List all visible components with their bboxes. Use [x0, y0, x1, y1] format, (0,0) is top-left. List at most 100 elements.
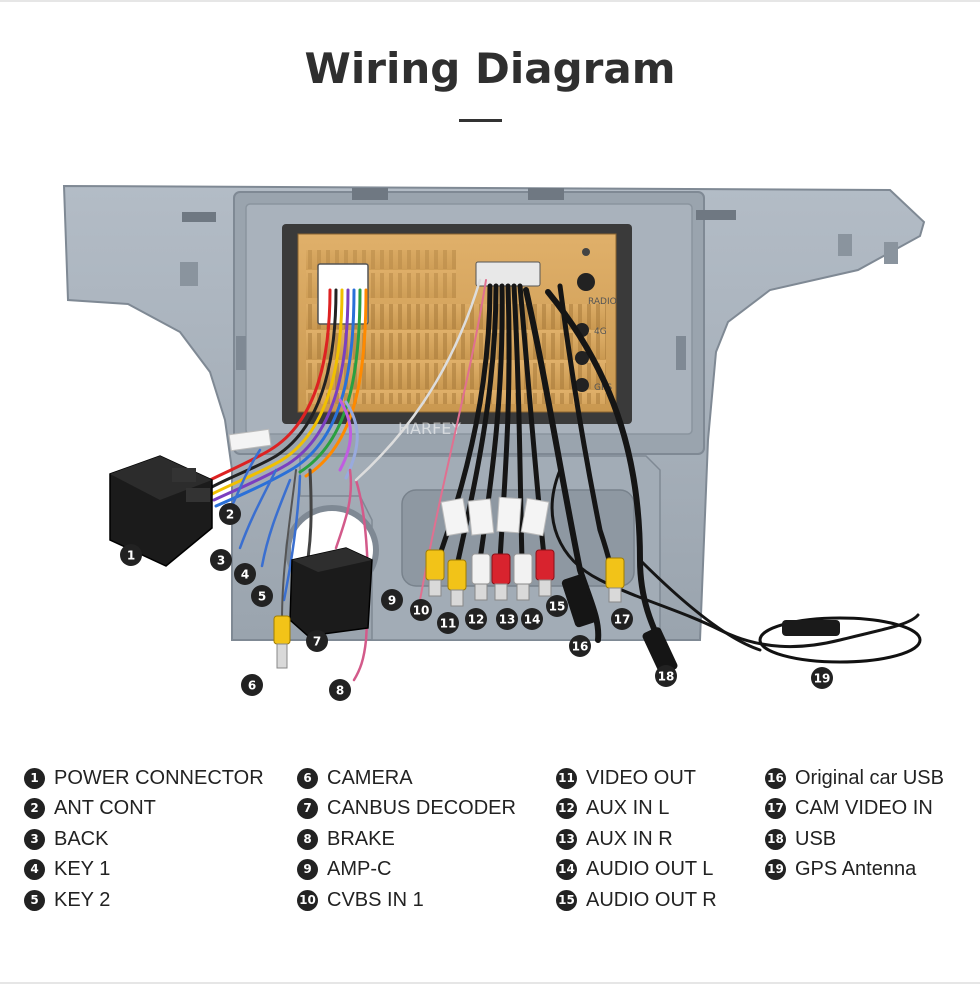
callout-18: 18: [655, 665, 677, 687]
legend-number: 15: [556, 889, 577, 911]
legend-number: 5: [24, 889, 45, 911]
svg-text:11: 11: [440, 617, 457, 631]
legend-number: 4: [24, 858, 45, 880]
legend-label: CANBUS DECODER: [327, 796, 516, 819]
legend-number: 9: [297, 858, 318, 880]
callout-17: 17: [611, 608, 633, 630]
svg-text:5: 5: [258, 590, 266, 604]
svg-text:13: 13: [499, 613, 516, 627]
callout-6: 6: [241, 674, 263, 696]
svg-text:17: 17: [614, 613, 631, 627]
svg-text:19: 19: [814, 672, 831, 686]
legend-item-1: 1 POWER CONNECTOR: [24, 765, 264, 791]
legend-label: VIDEO OUT: [586, 766, 697, 789]
callout-2: 2: [219, 503, 241, 525]
svg-text:8: 8: [336, 684, 344, 698]
callout-11: 11: [437, 612, 459, 634]
head-unit-board: RADIO 4G GPS HARFEY: [282, 224, 632, 438]
legend-number: 17: [765, 797, 786, 819]
legend-label: GPS Antenna: [795, 857, 917, 880]
legend-item-4: 4 KEY 1: [24, 856, 110, 882]
legend-item-6: 6 CAMERA: [297, 765, 413, 791]
bottom-divider: [0, 982, 980, 984]
page-title: Wiring Diagram: [304, 44, 676, 93]
legend-number: 16: [765, 767, 786, 789]
legend-label: AUX IN L: [586, 796, 670, 819]
legend-number: 11: [556, 767, 577, 789]
legend-label: Original car USB: [795, 766, 944, 789]
power-connector-block: [109, 455, 213, 567]
legend-item-10: 10 CVBS IN 1: [297, 887, 424, 913]
callout-13: 13: [496, 608, 518, 630]
svg-text:16: 16: [572, 640, 589, 654]
callout-12: 12: [465, 608, 487, 630]
callout-5: 5: [251, 585, 273, 607]
legend-item-5: 5 KEY 2: [24, 887, 110, 913]
legend-number: 18: [765, 828, 786, 850]
legend-number: 6: [297, 767, 318, 789]
gps-port-label: GPS: [594, 383, 612, 393]
legend-label: AUDIO OUT L: [586, 857, 714, 880]
callout-14: 14: [521, 608, 543, 630]
callout-4: 4: [234, 563, 256, 585]
gps-antenna-puck: [758, 616, 922, 664]
legend-number: 7: [297, 797, 318, 819]
fourg-port-label: 4G: [594, 327, 607, 337]
legend-number: 1: [24, 767, 45, 789]
wiring-harness: [204, 278, 487, 682]
callout-19: 19: [811, 667, 833, 689]
rca-connectors: [228, 428, 678, 675]
top-divider: [0, 0, 980, 2]
title-underline: [459, 119, 502, 122]
legend-number: 2: [24, 797, 45, 819]
legend-number: 14: [556, 858, 577, 880]
legend-item-16: 16 Original car USB: [765, 765, 944, 791]
legend-label: ANT CONT: [54, 796, 156, 819]
watermark-text: HARFEY: [398, 419, 461, 438]
callout-16: 16: [569, 635, 591, 657]
wiring-figure: RADIO 4G GPS HARFEY: [62, 184, 926, 701]
legend-item-14: 14 AUDIO OUT L: [556, 856, 713, 882]
svg-text:15: 15: [549, 600, 566, 614]
legend-item-18: 18 USB: [765, 826, 836, 852]
legend-label: CVBS IN 1: [327, 888, 424, 911]
legend-item-17: 17 CAM VIDEO IN: [765, 795, 933, 821]
legend-number: 12: [556, 797, 577, 819]
legend-item-9: 9 AMP-C: [297, 856, 391, 882]
legend-item-15: 15 AUDIO OUT R: [556, 887, 717, 913]
svg-text:18: 18: [658, 670, 675, 684]
callout-15: 15: [546, 595, 568, 617]
callout-3: 3: [210, 549, 232, 571]
legend-label: POWER CONNECTOR: [54, 766, 264, 789]
svg-text:1: 1: [127, 549, 135, 563]
legend-number: 10: [297, 889, 318, 911]
callout-7: 7: [306, 630, 328, 652]
legend-label: USB: [795, 827, 837, 850]
legend-label: KEY 2: [54, 888, 111, 911]
legend-label: CAM VIDEO IN: [795, 796, 933, 819]
legend-number: 13: [556, 828, 577, 850]
legend-label: CAMERA: [327, 766, 413, 789]
callout-8: 8: [329, 679, 351, 701]
legend-number: 3: [24, 828, 45, 850]
svg-text:3: 3: [217, 554, 225, 568]
legend-label: AUDIO OUT R: [586, 888, 717, 911]
callout-9: 9: [381, 589, 403, 611]
callout-1: 1: [120, 544, 142, 566]
svg-text:9: 9: [388, 594, 396, 608]
legend-item-7: 7 CANBUS DECODER: [297, 795, 516, 821]
svg-text:14: 14: [524, 613, 541, 627]
svg-text:6: 6: [248, 679, 256, 693]
legend-label: AMP-C: [327, 857, 392, 880]
callout-10: 10: [410, 599, 432, 621]
legend-label: KEY 1: [54, 857, 111, 880]
legend-item-12: 12 AUX IN L: [556, 795, 669, 821]
svg-text:10: 10: [413, 604, 430, 618]
legend-label: BRAKE: [327, 827, 395, 850]
radio-port-label: RADIO: [588, 297, 617, 307]
legend-item-11: 11 VIDEO OUT: [556, 765, 696, 791]
